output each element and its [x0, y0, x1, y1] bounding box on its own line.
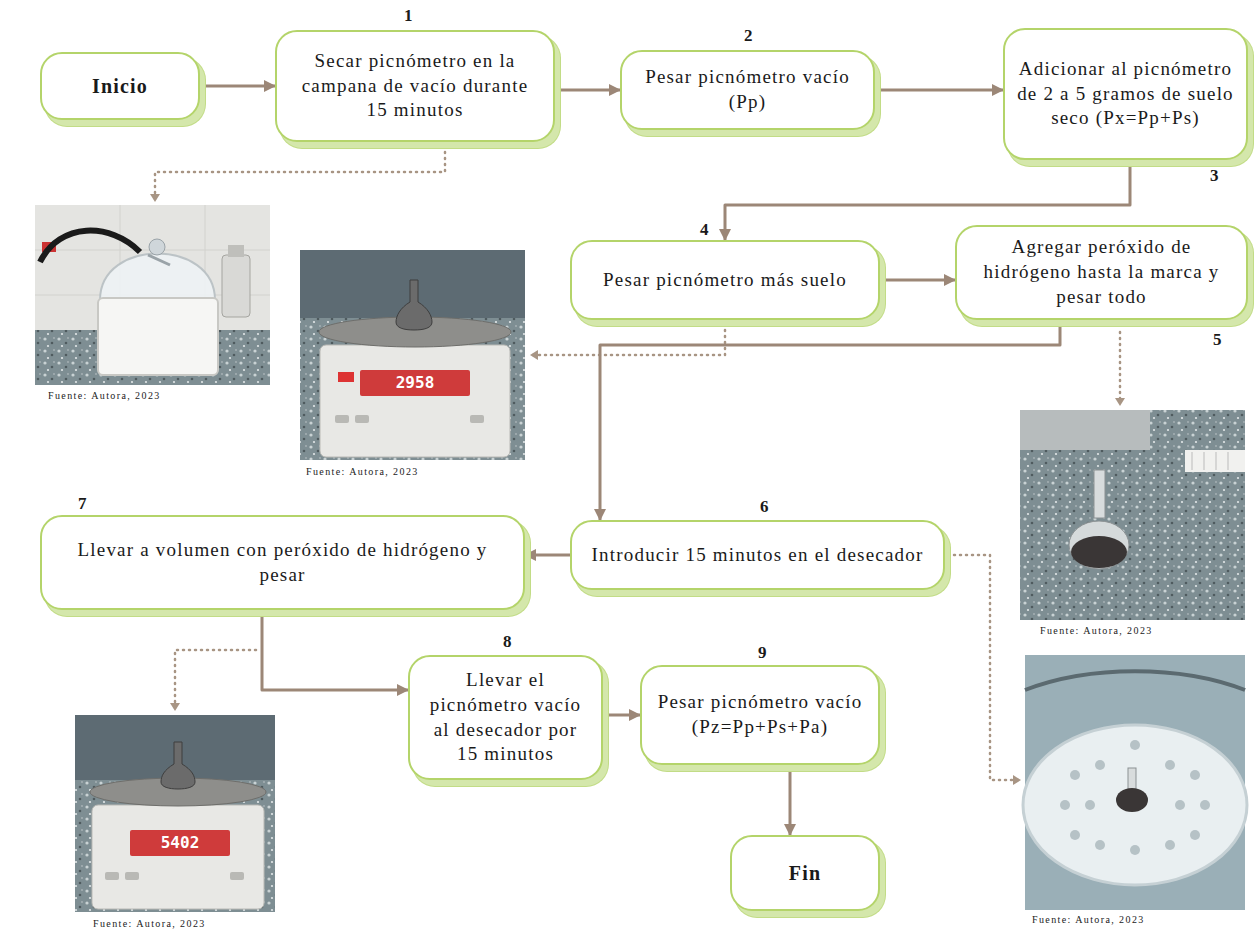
node-text: Secar picnómetro en la campana de vacío …	[289, 49, 541, 123]
flow-arrow	[875, 89, 1003, 92]
step-number: 6	[760, 497, 769, 517]
process-box: Introducir 15 minutos en el desecador	[570, 520, 945, 590]
vacuum-photo	[35, 205, 270, 385]
node-text: Inicio	[92, 73, 148, 99]
process-box: Pesar picnómetro vacío (Pz=Pp+Ps+Pa)	[640, 665, 880, 765]
step-number: 4	[700, 220, 709, 240]
process-box: Secar picnómetro en la campana de vacío …	[275, 30, 555, 142]
terminal-box: Fin	[730, 835, 880, 911]
node-text: Fin	[789, 860, 822, 886]
step-number: 7	[78, 494, 87, 514]
node-text: Pesar picnómetro más suelo	[603, 268, 847, 293]
step-number: 1	[404, 6, 413, 26]
flow-arrow	[603, 714, 640, 717]
node-text: Introducir 15 minutos en el desecador	[592, 543, 924, 568]
flask-photo	[1020, 410, 1245, 620]
process-box: Agregar peróxido de hidrógeno hasta la m…	[955, 225, 1248, 320]
photo-caption: Fuente: Autora, 2023	[93, 918, 206, 929]
step-number: 5	[1213, 330, 1222, 350]
flow-arrow	[880, 279, 955, 282]
step-number: 3	[1210, 166, 1219, 186]
node-text: Llevar el picnómetro vacío al desecador …	[422, 668, 589, 767]
flow-arrow	[262, 610, 408, 690]
photo-caption: Fuente: Autora, 2023	[1032, 914, 1145, 925]
desiccator-photo	[1023, 655, 1247, 910]
node-text: Llevar a volumen con peróxido de hidróge…	[54, 538, 511, 587]
balance-reading: 5402	[130, 833, 230, 852]
terminal-box: Inicio	[40, 52, 200, 120]
flow-arrow	[525, 554, 570, 557]
process-box: Pesar picnómetro vacío (Pp)	[620, 50, 875, 130]
photo-caption: Fuente: Autora, 2023	[48, 390, 161, 401]
flow-arrow	[200, 85, 275, 88]
flow-arrow	[555, 89, 620, 92]
process-box: Pesar picnómetro más suelo	[570, 240, 880, 320]
process-box: Llevar a volumen con peróxido de hidróge…	[40, 515, 525, 610]
balance-reading: 2958	[360, 373, 470, 392]
photo-caption: Fuente: Autora, 2023	[1040, 625, 1153, 636]
process-box: Llevar el picnómetro vacío al desecador …	[408, 655, 603, 780]
balance-photo	[300, 250, 525, 460]
step-number: 2	[744, 26, 753, 46]
step-number: 8	[503, 632, 512, 652]
node-text: Pesar picnómetro vacío (Pz=Pp+Ps+Pa)	[654, 690, 866, 739]
flow-arrow	[789, 765, 792, 835]
node-text: Pesar picnómetro vacío (Pp)	[634, 65, 861, 114]
node-text: Adicionar al picnómetro de 2 a 5 gramos …	[1017, 57, 1234, 131]
photo-caption: Fuente: Autora, 2023	[306, 466, 419, 477]
step-number: 9	[758, 643, 767, 663]
process-box: Adicionar al picnómetro de 2 a 5 gramos …	[1003, 28, 1248, 160]
flow-arrow	[600, 320, 1060, 520]
node-text: Agregar peróxido de hidrógeno hasta la m…	[969, 235, 1234, 309]
balance-photo	[75, 715, 275, 912]
